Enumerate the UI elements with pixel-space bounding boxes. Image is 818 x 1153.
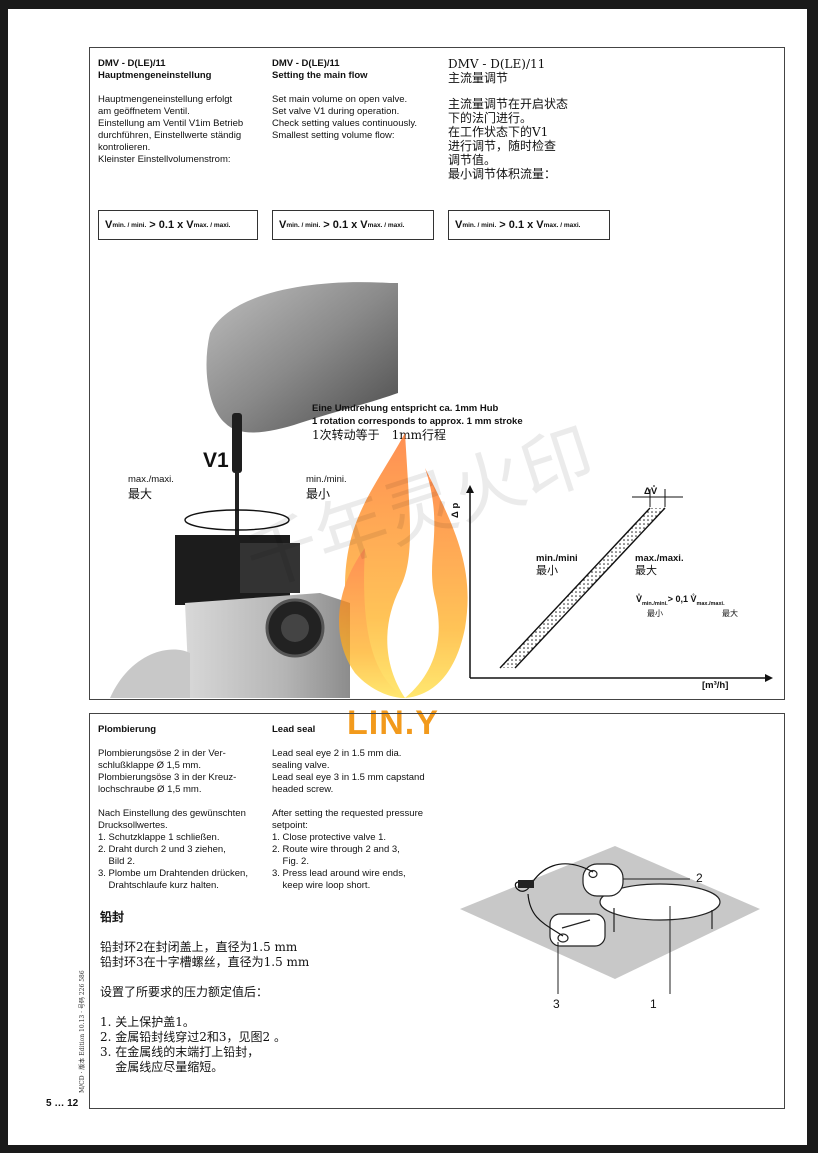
v1-label: V1 bbox=[203, 449, 229, 472]
de-line: am geöffnetem Ventil. bbox=[98, 106, 190, 117]
de-line: Hauptmengeneinstellung erfolgt bbox=[98, 94, 233, 105]
curve-min bbox=[499, 507, 651, 669]
max-label-cn: 最大 bbox=[128, 487, 153, 501]
cn-title: DMV - D(LE)/11 bbox=[448, 57, 546, 71]
screwdriver-shaft bbox=[235, 471, 239, 566]
seal-eye-2 bbox=[582, 863, 624, 897]
callout-1: 1 bbox=[650, 997, 657, 1011]
lead-seal bbox=[518, 880, 534, 888]
valve-adjustment-illustration bbox=[110, 282, 398, 698]
flange bbox=[110, 649, 190, 698]
en-title: DMV - D(LE)/11 bbox=[272, 58, 340, 69]
curve-max bbox=[514, 507, 666, 669]
seal-english-column: Lead seal Lead seal eye 2 in 1.5 mm dia.… bbox=[272, 724, 442, 892]
seal-en-title: Lead seal bbox=[272, 724, 316, 735]
relation-min-cn: 最小 bbox=[647, 609, 663, 618]
seal-german-column: Plombierung Plombierungsöse 2 in der Ver… bbox=[98, 724, 268, 892]
curve-max-label: max./maxi. bbox=[635, 553, 684, 564]
min-label-cn: 最小 bbox=[306, 487, 331, 501]
protective-valve-1 bbox=[599, 883, 721, 921]
cn-subtitle: 主流量调节 bbox=[448, 71, 509, 85]
watermark-brand: LIN.Y bbox=[347, 704, 439, 742]
callout-2: 2 bbox=[696, 871, 703, 885]
screwdriver-handle bbox=[232, 413, 242, 473]
pressure-flow-chart bbox=[466, 485, 773, 682]
x-axis-label: [m³/h] bbox=[702, 680, 729, 691]
curve-min-label: min./mini bbox=[536, 553, 578, 564]
de-title: DMV - D(LE)/11 bbox=[98, 58, 166, 69]
min-label: min./mini. bbox=[306, 474, 347, 485]
cn-line: 最小调节体积流量： bbox=[448, 167, 557, 181]
document-code: M/CD · 版本 Edition 10.13 · 号码 226 586 bbox=[79, 970, 86, 1093]
delta-v-label: ΔV̊ bbox=[644, 486, 658, 497]
de-line: Kleinster Einstellvolumenstrom: bbox=[98, 154, 231, 165]
cn-line: 在工作状态下的V1 bbox=[448, 125, 549, 139]
english-column: DMV - D(LE)/11 Setting the main flow Set… bbox=[272, 58, 437, 142]
watermark-flame-icon bbox=[338, 433, 468, 698]
relation-max-cn: 最大 bbox=[722, 609, 738, 618]
hand-icon bbox=[206, 282, 398, 433]
curve-min-label-cn: 最小 bbox=[536, 564, 558, 577]
cn-line: 进行调节，随时检查 bbox=[448, 139, 557, 153]
en-subtitle: Setting the main flow bbox=[272, 70, 368, 81]
german-column: DMV - D(LE)/11 Hauptmengeneinstellung Ha… bbox=[98, 58, 263, 166]
seal-de-title: Plombierung bbox=[98, 724, 157, 735]
en-line: Check setting values continuously. bbox=[272, 118, 418, 129]
max-label: max./maxi. bbox=[128, 474, 174, 485]
de-line: Einstellung am Ventil V1im Betrieb bbox=[98, 118, 244, 129]
lead-seal-illustration bbox=[460, 846, 760, 994]
rotation-arrow-icon bbox=[184, 509, 290, 531]
rotation-cn: 1次转动等于 1mm行程 bbox=[312, 428, 447, 442]
capstand-screw-3 bbox=[549, 913, 606, 947]
cn-line: 调节值。 bbox=[448, 153, 497, 167]
de-line: kontrolieren. bbox=[98, 142, 151, 153]
seal-chinese-column: 铅封 铅封环2在封闭盖上，直径为1.5 mm 铅封环3在十字槽螺丝，直径为1.5… bbox=[100, 910, 440, 1075]
setting-band bbox=[500, 508, 665, 668]
chinese-column: DMV - D(LE)/11 主流量调节 主流量调节在开启状态 下的法门进行。 … bbox=[448, 57, 638, 181]
callout-3: 3 bbox=[553, 997, 560, 1011]
relation-formula: V̊min./mini.> 0,1 V̊max./maxi. bbox=[636, 594, 725, 607]
lead-seal-panel: Plombierung Plombierungsöse 2 in der Ver… bbox=[89, 713, 785, 1109]
seal-cn-title: 铅封 bbox=[100, 910, 125, 924]
de-subtitle: Hauptmengeneinstellung bbox=[98, 70, 212, 81]
page-number: 5 … 12 bbox=[46, 1098, 79, 1109]
document-page: DMV - D(LE)/11 Hauptmengeneinstellung Ha… bbox=[8, 9, 807, 1145]
en-line: Smallest setting volume flow: bbox=[272, 130, 395, 141]
rotation-de: Eine Umdrehung entspricht ca. 1mm Hub bbox=[312, 403, 499, 414]
cn-line: 下的法门进行。 bbox=[448, 111, 533, 125]
en-line: Set main volume on open valve. bbox=[272, 94, 408, 105]
de-line: durchführen, Einstellwerte ständig bbox=[98, 130, 242, 141]
en-line: Set valve V1 during operation. bbox=[272, 106, 400, 117]
curve-max-label-cn: 最大 bbox=[635, 564, 657, 577]
cn-line: 主流量调节在开启状态 bbox=[448, 97, 569, 111]
main-flow-panel: DMV - D(LE)/11 Hauptmengeneinstellung Ha… bbox=[89, 47, 785, 700]
rotation-en: 1 rotation corresponds to approx. 1 mm s… bbox=[312, 416, 523, 427]
